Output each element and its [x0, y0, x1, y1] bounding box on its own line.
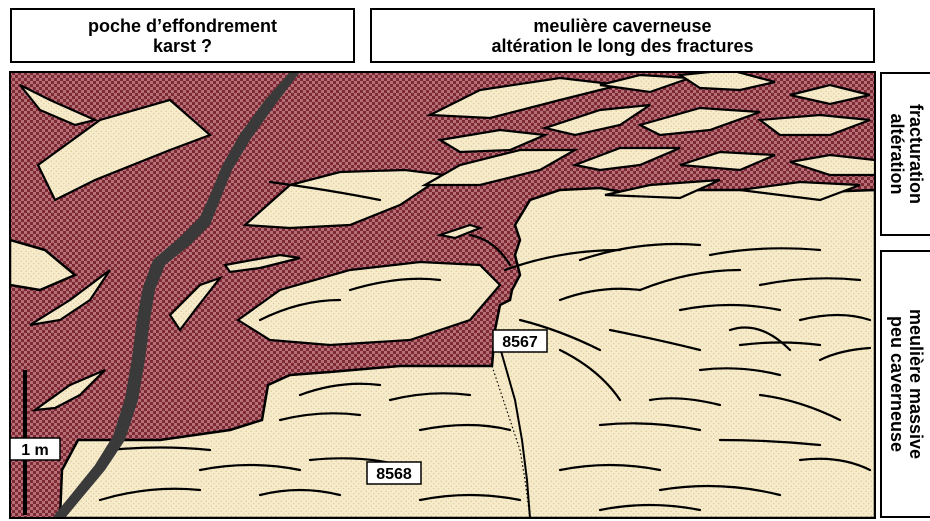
sample-label-upper: 8567	[502, 334, 538, 351]
sample-label-lower: 8568	[376, 466, 412, 483]
scale-label: 1 m	[21, 442, 49, 459]
